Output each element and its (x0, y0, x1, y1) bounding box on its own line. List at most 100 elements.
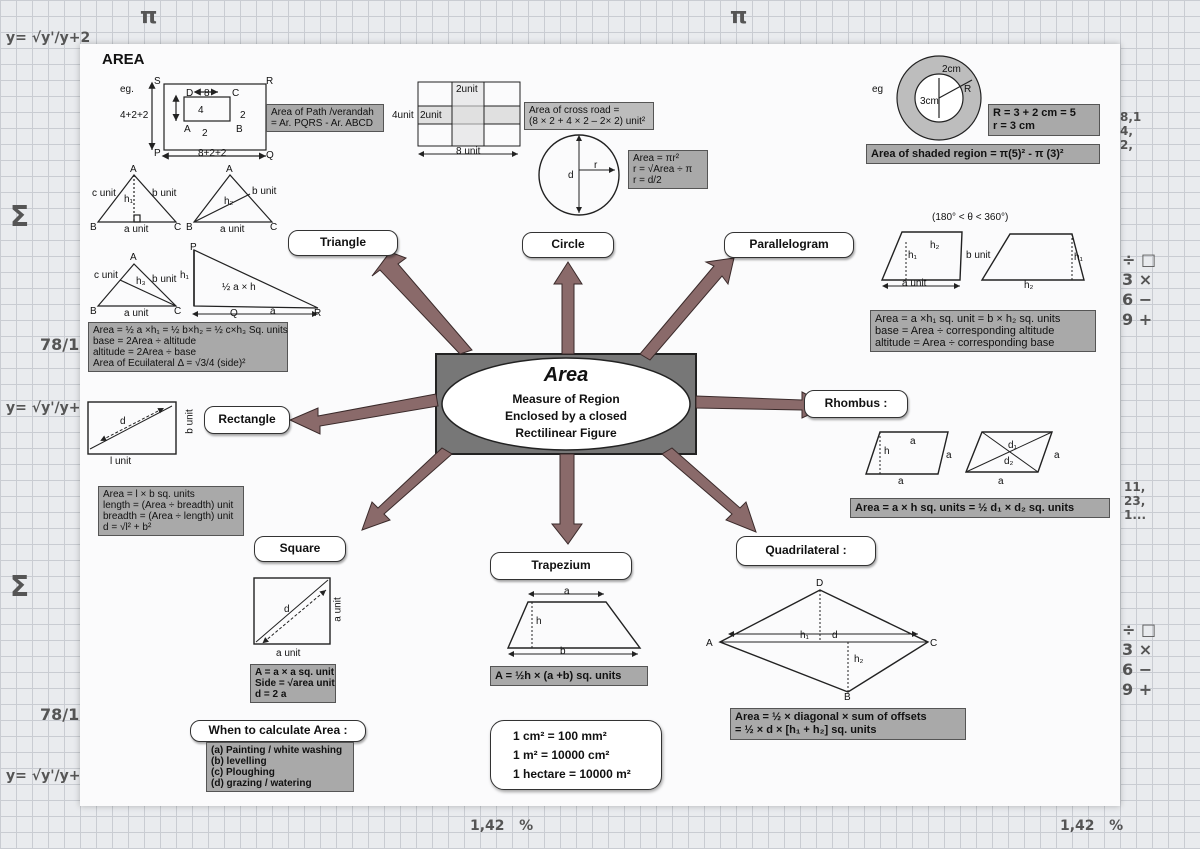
rectangle-l-unit: l unit (110, 456, 132, 467)
center-title: Area (543, 364, 589, 386)
background-doodle-pi: π (140, 4, 158, 29)
quadrilateral-formula-line-1: Area = ½ × diagonal × sum of offsets (735, 711, 927, 723)
triangle-1-b: B (90, 222, 97, 233)
parallelogram-a-unit: a unit (902, 278, 927, 289)
units-box: 1 cm² = 100 mm² 1 m² = 10000 cm² 1 hecta… (490, 720, 662, 790)
trapezium-a-label: a (564, 586, 570, 597)
parallelogram-formula-line-1: Area = a ×h₁ sq. unit = b × h₂ sq. units (875, 313, 1061, 325)
trapezium-h-label: h (536, 616, 542, 627)
triangle-formula-line-2: base = 2Area ÷ altitude (93, 336, 197, 347)
parallelogram-angle-note: (180° < θ < 360°) (932, 212, 1009, 223)
background-doodle-frac-1: 78/12 (40, 335, 91, 354)
triangle-1-a-unit: a unit (124, 224, 149, 235)
quadrilateral-d: d (832, 630, 838, 641)
ring-big-r-label: R (964, 84, 972, 95)
triangle-2-h2: h₂ (224, 196, 234, 207)
when-item-4: (d) grazing / watering (211, 778, 312, 789)
square-d-label: d (284, 604, 290, 615)
rectangle-diagram (87, 401, 177, 455)
when-to-calculate-title: When to calculate Area : (190, 720, 366, 742)
circle-diagram (538, 134, 620, 216)
background-doodle-sigma-2: Σ (10, 570, 30, 603)
center-subtitle-2: Enclosed by a closed (504, 409, 628, 423)
path-eg-label: eg. (120, 84, 134, 95)
rhombus-diagrams (865, 431, 1053, 475)
cross-road-diagram (417, 81, 521, 157)
quadrilateral-formula-box: Area = ½ × diagonal × sum of offsets = ½… (730, 708, 966, 740)
background-doodle-right-2: 11,23,1... (1124, 480, 1147, 522)
branch-arrows (288, 251, 830, 545)
triangle-diagrams (96, 174, 319, 317)
rectangle-formula-line-4: d = √l² + b² (103, 522, 152, 533)
when-item-3: (c) Ploughing (211, 767, 275, 778)
rhombus-1-a-side: a (946, 450, 952, 461)
path-label-s: S (154, 76, 161, 87)
units-line-2: 1 m² = 10000 cm² (513, 748, 610, 762)
parallelogram-h2: h₂ (930, 240, 940, 251)
parallelogram-formula-box: Area = a ×h₁ sq. unit = b × h₂ sq. units… (870, 310, 1096, 352)
path-formula-box: Area of Path /verandah = Ar. PQRS - Ar. … (266, 104, 384, 132)
path-label-a: A (184, 124, 191, 135)
cross-road-formula-line-2: (8 × 2 + 4 × 2 – 2× 2) unit² (529, 116, 646, 127)
path-label-b: B (236, 124, 243, 135)
circle-diameter-label: d (568, 170, 574, 181)
rhombus-2-d2: d₂ (1004, 456, 1014, 467)
triangle-3-h3: h₃ (136, 276, 146, 287)
background-doodle-calc-2: ÷ □3 ×6 −9 + (1122, 620, 1157, 699)
rhombus-formula-box: Area = a × h sq. units = ½ d₁ × d₂ sq. u… (850, 498, 1110, 518)
ring-values-line-2: r = 3 cm (993, 120, 1035, 132)
ring-values-line-1: R = 3 + 2 cm = 5 (993, 107, 1076, 119)
triangle-1-c: C (174, 222, 182, 233)
units-line-1: 1 cm² = 100 mm² (513, 729, 607, 743)
quadrilateral-h2: h₂ (854, 654, 864, 665)
cross-road-left-inner: 2unit (420, 110, 442, 121)
ring-outer-label: 2cm (942, 64, 961, 75)
circle-formula-box: Area = πr² r = √Area ÷ π r = d/2 (628, 150, 708, 189)
circle-formula-line-1: Area = πr² (633, 153, 680, 164)
quadrilateral-label-b: B (844, 692, 851, 703)
rhombus-2-d1: d₁ (1008, 440, 1017, 451)
rectangle-formula-line-2: length = (Area ÷ breadth) unit (103, 500, 234, 511)
triangle-3-a: A (130, 252, 137, 263)
square-diagram (253, 577, 331, 645)
branch-quadrilateral: Quadrilateral : (736, 536, 876, 566)
branch-triangle: Triangle (288, 230, 398, 256)
triangle-2-b: B (186, 222, 193, 233)
path-formula-line-2: = Ar. PQRS - Ar. ABCD (271, 118, 373, 129)
parallelogram-2-h2: h₂ (1024, 280, 1034, 291)
rectangle-d-label: d (120, 416, 126, 427)
ring-area-line: Area of shaded region = π(5)² - π (3)² (871, 148, 1064, 160)
trapezium-b-label: b (560, 646, 566, 657)
ring-diagram (896, 55, 982, 141)
triangle-formula-box: Area = ½ a ×h₁ = ½ b×h₂ = ½ c×h₃ Sq. uni… (88, 322, 288, 372)
quadrilateral-formula-line-2: = ½ × d × [h₁ + h₂] sq. units (735, 724, 877, 736)
triangle-3-b: B (90, 306, 97, 317)
trapezium-formula-box: A = ½h × (a +b) sq. units (490, 666, 648, 686)
path-dim-bottom: 8+2+2 (198, 148, 227, 159)
rectangle-formula-box: Area = l × b sq. units length = (Area ÷ … (98, 486, 244, 536)
background-doodle-pi-2: π (730, 4, 748, 29)
triangle-2-a: A (226, 164, 233, 175)
triangle-3-b-unit: b unit (152, 274, 177, 285)
quadrilateral-h1: h₁ (800, 630, 809, 641)
square-formula-line-2: Side = √area unit (255, 678, 335, 689)
background-doodle-bottom: 1,42 % (470, 818, 534, 834)
triangle-3-a-unit: a unit (124, 308, 149, 319)
trapezium-formula-line: A = ½h × (a +b) sq. units (495, 670, 622, 682)
path-dim-side: 4+2+2 (120, 110, 149, 121)
background-doodle-frac-2: 78/12 (40, 705, 91, 724)
triangle-4-formula: ½ a × h (222, 282, 256, 293)
rectangle-formula-line-3: breadth = (Area ÷ length) unit (103, 511, 234, 522)
square-formula-line-3: d = 2 a (255, 689, 287, 700)
branch-parallelogram: Parallelogram (724, 232, 854, 258)
parallelogram-formula-line-3: altitude = Area ÷ corresponding base (875, 337, 1055, 349)
rhombus-formula-line: Area = a × h sq. units = ½ d₁ × d₂ sq. u… (855, 502, 1075, 514)
rhombus-1-h: h (884, 446, 890, 457)
triangle-1-c-unit: c unit (92, 188, 116, 199)
cross-road-left-outer: 4unit (392, 110, 414, 121)
triangle-2-a-unit: a unit (220, 224, 245, 235)
rectangle-b-unit: b unit (184, 409, 196, 434)
branch-rectangle: Rectangle (204, 406, 290, 434)
triangle-formula-line-3: altitude = 2Area ÷ base (93, 347, 197, 358)
background-doodle-calc: ÷ □3 ×6 −9 + (1122, 250, 1157, 329)
